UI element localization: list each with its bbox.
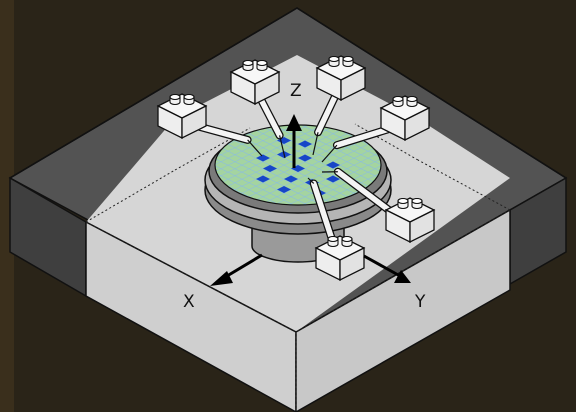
highlighted-die bbox=[298, 154, 312, 162]
background-left-strip bbox=[0, 0, 14, 412]
highlighted-die bbox=[284, 175, 298, 183]
highlighted-die bbox=[326, 161, 340, 169]
x-axis-label: X bbox=[183, 292, 195, 312]
probe-head bbox=[314, 235, 366, 282]
probe-head bbox=[379, 95, 431, 142]
highlighted-die bbox=[326, 175, 340, 183]
x-axis: X bbox=[183, 253, 263, 312]
highlighted-die bbox=[277, 186, 291, 193]
highlighted-die bbox=[256, 154, 270, 162]
probe-head bbox=[156, 93, 208, 140]
y-axis: Y bbox=[363, 254, 426, 312]
highlighted-die bbox=[256, 175, 270, 183]
y-axis-label: Y bbox=[414, 292, 426, 312]
probe-head bbox=[384, 197, 436, 244]
probe-head bbox=[229, 59, 281, 106]
z-axis-label: Z bbox=[290, 81, 302, 101]
stage-top-outline bbox=[9, 7, 567, 179]
y-axis-arrow bbox=[363, 254, 401, 278]
probe-arms bbox=[156, 55, 436, 282]
probe-top-right bbox=[312, 55, 367, 156]
probe-needle bbox=[307, 177, 315, 184]
center-region-dotted-lines bbox=[85, 123, 511, 412]
y-axis-arrowhead bbox=[394, 270, 411, 283]
probe-top-left bbox=[156, 93, 263, 157]
probe-right bbox=[321, 95, 431, 163]
probe-needle bbox=[321, 144, 338, 163]
probe-head bbox=[315, 55, 367, 102]
z-axis-arrowhead bbox=[286, 114, 302, 131]
probe-top bbox=[229, 59, 286, 159]
probe-needle bbox=[312, 132, 319, 156]
highlighted-die bbox=[298, 140, 312, 148]
highlighted-die bbox=[263, 165, 277, 172]
x-axis-arrowhead bbox=[210, 271, 233, 286]
probe-bottom bbox=[307, 177, 366, 282]
z-axis: Z bbox=[286, 81, 302, 168]
probe-needle bbox=[247, 139, 263, 157]
probe-needle bbox=[279, 135, 286, 159]
probe-lower-right bbox=[321, 167, 436, 244]
